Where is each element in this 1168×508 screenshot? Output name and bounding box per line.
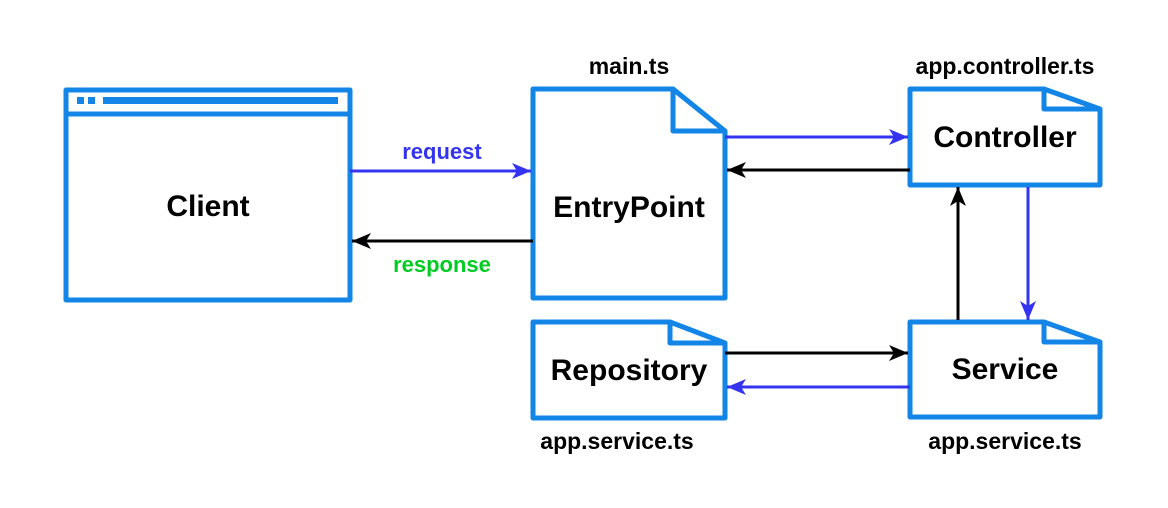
entrypoint-label: EntryPoint bbox=[553, 191, 705, 224]
request-arrow-label: request bbox=[402, 139, 482, 164]
browser-window-frame bbox=[63, 87, 353, 303]
note-shape-outline bbox=[530, 86, 728, 301]
note-shape-outline bbox=[530, 319, 728, 421]
note-shape-outline bbox=[907, 319, 1103, 420]
browser-address-bar bbox=[103, 97, 338, 104]
repository-file-label: app.service.ts bbox=[540, 428, 694, 454]
note-fold-corner bbox=[667, 322, 725, 346]
note-fold-corner bbox=[1041, 322, 1100, 345]
controller-file-label: app.controller.ts bbox=[915, 53, 1095, 79]
browser-dot-icon bbox=[77, 97, 84, 104]
controller-label: Controller bbox=[933, 121, 1077, 154]
client-node[interactable] bbox=[63, 87, 353, 303]
service-label: Service bbox=[951, 353, 1059, 386]
browser-dot-icon bbox=[88, 97, 95, 104]
service-file-label: app.service.ts bbox=[928, 428, 1082, 454]
response-arrow-label: response bbox=[393, 252, 491, 277]
diagram-edges bbox=[350, 129, 1036, 395]
entrypoint-node[interactable] bbox=[530, 86, 728, 301]
client-label: Client bbox=[166, 190, 250, 223]
repository-label: Repository bbox=[550, 354, 708, 387]
repository-node[interactable] bbox=[530, 319, 728, 421]
service-node[interactable] bbox=[907, 319, 1103, 420]
entrypoint-file-label: main.ts bbox=[588, 53, 670, 79]
note-fold-corner bbox=[670, 89, 725, 134]
note-fold-corner bbox=[1041, 89, 1100, 112]
